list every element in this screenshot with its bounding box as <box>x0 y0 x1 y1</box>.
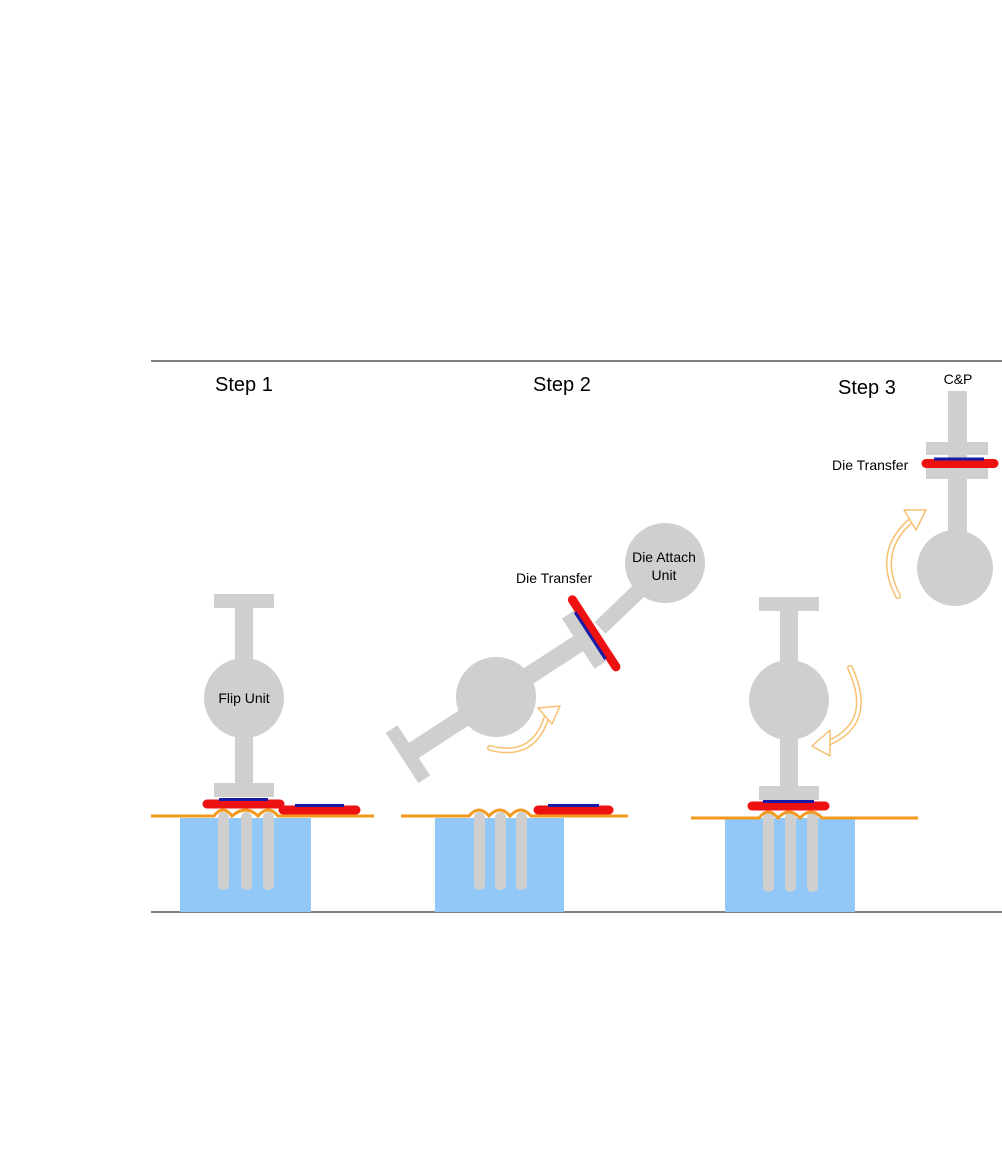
step-1-title: Step 1 <box>215 374 273 396</box>
step-3-die-transfer-label: Die Transfer <box>832 457 909 473</box>
step-3-panel: Step 3 C&P Die Transfer <box>691 371 994 912</box>
cp-hub <box>917 530 993 606</box>
step-3-ejector-pin <box>807 812 818 892</box>
step-3-title: Step 3 <box>838 377 896 399</box>
step-3-tool-top-plate <box>759 597 819 611</box>
step-3-ejector-pin <box>785 812 796 892</box>
flip-unit-label: Flip Unit <box>218 690 269 706</box>
step-2-title: Step 2 <box>533 374 591 396</box>
step-3-tool-bottom-plate <box>759 786 819 800</box>
cp-plate-upper <box>926 442 988 455</box>
step-2-panel: Step 2 Die Attach Unit Die Transfer <box>380 374 705 912</box>
die-attach-label-line1: Die Attach <box>632 549 696 565</box>
step-1-ejector-pin <box>263 812 274 890</box>
step-2-ejector-pin <box>474 812 485 890</box>
step-3-tape <box>691 812 918 818</box>
step-3-ejector-pin <box>763 812 774 892</box>
step-2-die-transfer-label: Die Transfer <box>516 570 593 586</box>
step-1-tool-bottom-plate <box>214 783 274 797</box>
step-1-panel: Step 1 Flip Unit <box>151 374 374 912</box>
cp-label: C&P <box>944 371 973 387</box>
step-2-ejector-pin <box>495 812 506 890</box>
step-2-flip-unit-rotated <box>380 600 616 792</box>
step-2-ejector-pin <box>516 812 527 890</box>
step-1-ejector-pin <box>218 812 229 890</box>
step-1-ejector-pin <box>241 812 252 890</box>
die-attach-label-line2: Unit <box>652 567 677 583</box>
step-3-flip-unit-hub <box>749 660 829 740</box>
step-1-tool-top-plate <box>214 594 274 608</box>
